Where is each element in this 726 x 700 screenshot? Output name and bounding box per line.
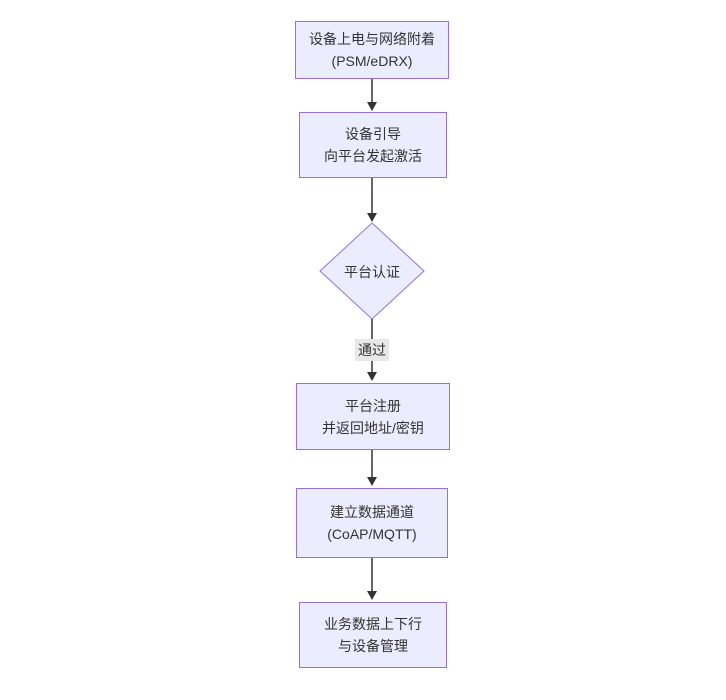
node-text-line: 业务数据上下行 <box>324 616 422 632</box>
node-business-data: 业务数据上下行 与设备管理 <box>299 602 447 668</box>
node-text-line: 平台注册 <box>345 397 401 414</box>
arrowhead-down-icon <box>367 372 377 381</box>
node-platform-auth-label: 平台认证 <box>344 264 400 280</box>
node-text-line: 设备引导 <box>345 126 401 142</box>
node-data-channel: 建立数据通道 (CoAP/MQTT) <box>296 488 448 558</box>
node-text-line: (PSM/eDRX) <box>331 53 413 69</box>
node-power-attach: 设备上电与网络附着 (PSM/eDRX) <box>295 21 449 79</box>
arrowhead-down-icon <box>367 213 377 222</box>
node-text-line: 与设备管理 <box>338 638 408 654</box>
node-platform-register: 平台注册 并返回地址/密钥 <box>296 383 450 450</box>
node-text-line: (CoAP/MQTT) <box>327 526 417 542</box>
edge-label-pass: 通过 <box>355 339 389 361</box>
node-bootstrap-activate: 设备引导 向平台发起激活 <box>299 112 447 178</box>
node-text-line: 并返回地址/密钥 <box>322 419 424 436</box>
arrowhead-down-icon <box>367 102 377 111</box>
arrowhead-down-icon <box>367 591 377 600</box>
node-text-line: 设备上电与网络附着 <box>309 31 435 47</box>
node-text-line: 建立数据通道 <box>330 504 414 520</box>
arrowhead-down-icon <box>367 477 377 486</box>
node-text-line: 向平台发起激活 <box>324 148 422 164</box>
